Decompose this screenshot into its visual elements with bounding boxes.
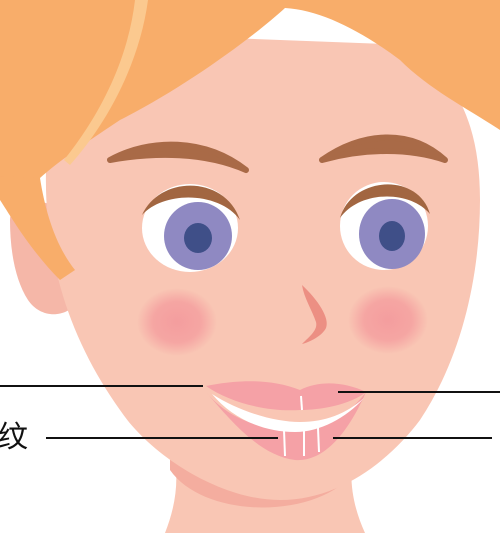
left-cheek-blush (137, 288, 217, 356)
right-eye (340, 182, 430, 270)
right-cheek-blush (348, 286, 428, 354)
callout-label-lower-left: 纹 (0, 423, 28, 453)
